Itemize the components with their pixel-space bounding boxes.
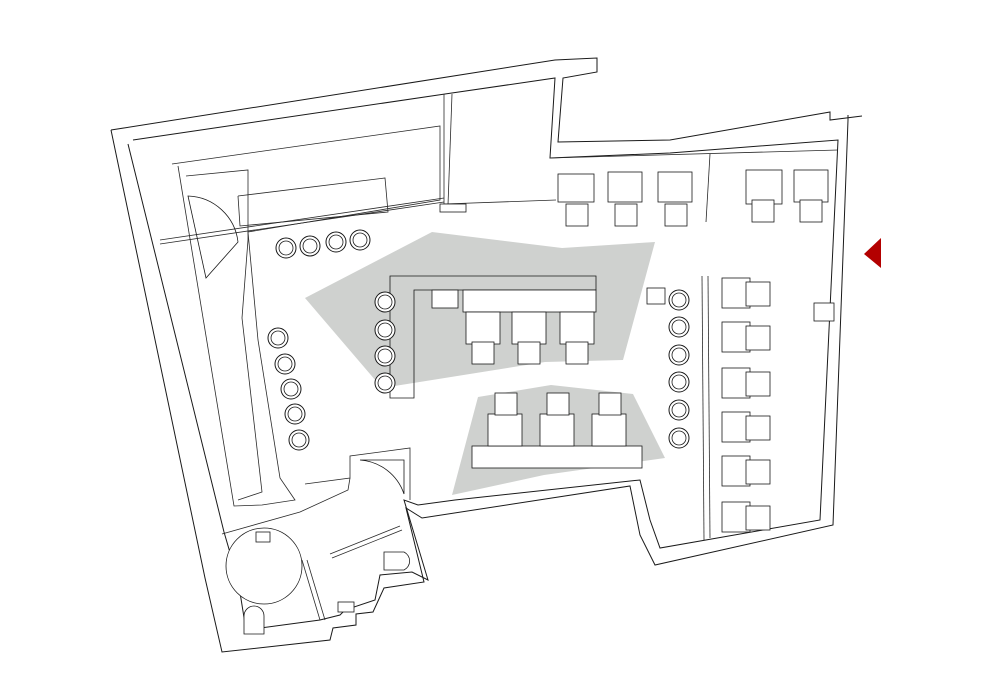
chair-seat [614, 203, 638, 227]
chair-back [657, 171, 693, 203]
column-right [701, 275, 705, 541]
round-table [225, 527, 303, 605]
chair-back [721, 277, 751, 309]
bar-stool-seat [328, 234, 344, 250]
chair-seat [517, 341, 541, 365]
column-stub-right [813, 302, 835, 322]
back-counter [237, 177, 389, 227]
restroom-fixtures [225, 527, 410, 635]
outer-wall-left [110, 115, 849, 653]
chairs [465, 169, 829, 533]
booth-divider [705, 153, 711, 223]
chair-seat [546, 392, 570, 416]
chair-back [721, 501, 751, 533]
side-stand-right [646, 287, 666, 305]
chair-seat [745, 505, 771, 531]
bar-stool-seat [671, 319, 687, 335]
toilet-right [383, 551, 410, 571]
bar-stool-seat [287, 406, 303, 422]
chair-seat [745, 325, 771, 351]
bar-stool-seat [671, 430, 687, 446]
bar-stool-seat [291, 432, 307, 448]
chair-seat [745, 415, 771, 441]
chair-back [721, 321, 751, 353]
chair-seat [751, 199, 775, 223]
bar-stool-seat [671, 292, 687, 308]
chair-back [607, 171, 643, 203]
bar-stand [431, 289, 459, 309]
chair-back [511, 311, 547, 345]
restroom-rail-2 [331, 529, 403, 559]
bar-stool-seat [278, 240, 294, 256]
restroom-rail-4 [306, 559, 326, 621]
chair-back [465, 311, 501, 345]
chair-back [559, 311, 595, 345]
chair-back [793, 169, 829, 203]
kitchen-post-b [447, 93, 453, 206]
chair-seat [745, 371, 771, 397]
bar-stool-seat [671, 402, 687, 418]
table-lower [471, 445, 643, 469]
bar-stool-seat [671, 374, 687, 390]
restroom-rail-3 [301, 559, 321, 621]
bar-counter-body [389, 275, 597, 399]
chair-seat [799, 199, 823, 223]
chair-seat [565, 341, 589, 365]
chair-seat [471, 341, 495, 365]
interior-partitions [159, 93, 839, 621]
bar-stool-seat [671, 347, 687, 363]
counter-divider [159, 201, 445, 245]
chair-back [539, 413, 575, 447]
chair-back [591, 413, 627, 447]
chair-seat [565, 203, 589, 227]
back-divider [443, 199, 557, 205]
chair-back [721, 411, 751, 443]
door-left-swing [187, 195, 239, 279]
bar-stool-seat [302, 238, 318, 254]
chair-back [721, 455, 751, 487]
outer-wall-line [110, 57, 863, 143]
stools [267, 229, 690, 451]
entrance-arrow-icon[interactable] [864, 238, 881, 268]
bar-stool-seat [277, 356, 293, 372]
partition-left-inner [185, 169, 263, 501]
chair-back [745, 169, 783, 205]
table-row-top [462, 289, 597, 313]
chair-seat [664, 203, 688, 227]
bar-stool-seat [377, 322, 393, 338]
restroom-rail [329, 525, 401, 555]
partition-left-block [171, 125, 441, 507]
chair-seat [494, 392, 518, 416]
kitchen-step [439, 203, 467, 213]
bar-stool-seat [352, 232, 368, 248]
chair-back [721, 367, 751, 399]
sink-right [337, 601, 355, 613]
counter-divider-2 [159, 197, 445, 241]
chair-seat [745, 281, 771, 307]
booth-wall-top [549, 149, 839, 159]
doors [187, 195, 405, 495]
chair-seat [745, 459, 771, 485]
bar-stool-seat [377, 348, 393, 364]
chair-seat [598, 392, 622, 416]
chair-back [557, 173, 595, 203]
sink-left [255, 531, 271, 543]
bar-counter [389, 275, 666, 469]
bar-stool-seat [377, 294, 393, 310]
restroom-wall [304, 447, 411, 500]
column-right-2 [707, 275, 711, 539]
toilet-left [243, 605, 265, 635]
restroom-wall-2 [221, 477, 351, 535]
bar-stool-seat [270, 330, 286, 346]
bar-stool-seat [283, 381, 299, 397]
chair-back [487, 413, 523, 447]
door-restroom-swing [359, 459, 405, 495]
bar-stool-seat [377, 375, 393, 391]
